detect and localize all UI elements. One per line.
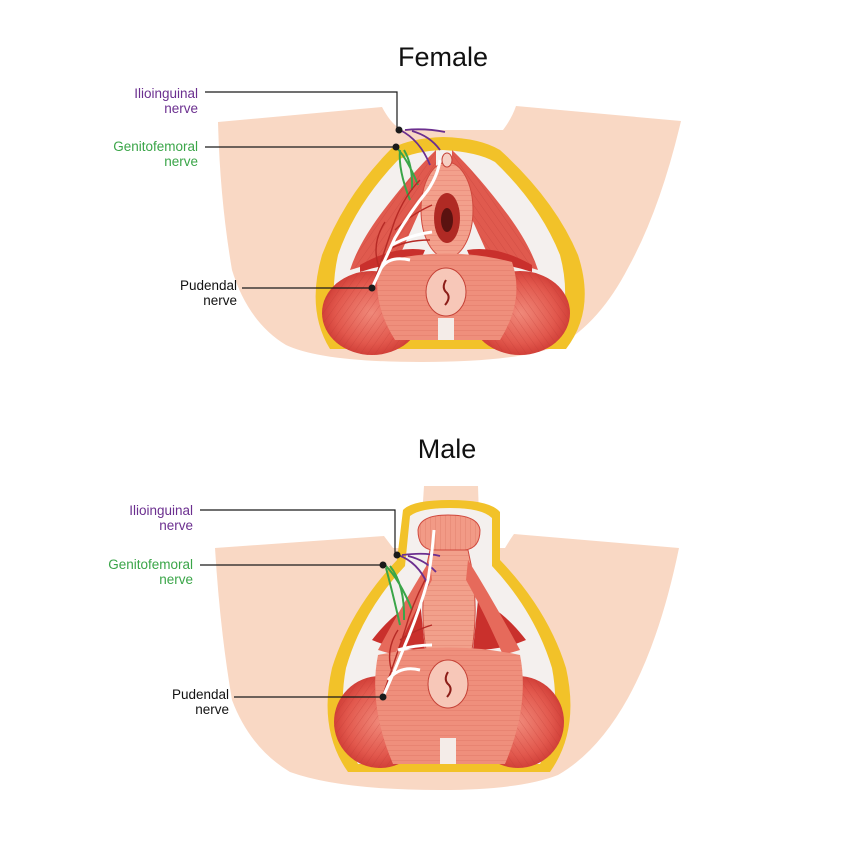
urogenital-muscle-left-fibers [350, 150, 436, 270]
label-genitofemoral: Genitofemoral nerve [113, 139, 400, 169]
female-panel: Female [113, 42, 681, 362]
label-line-1: Ilioinguinal [134, 86, 198, 101]
leader-dot [395, 126, 403, 134]
leader-dot [393, 551, 401, 559]
ischiocavernosus-left [378, 560, 432, 655]
leader-line [200, 509, 396, 553]
leader-dot [379, 693, 387, 701]
label-line-2: nerve [164, 101, 198, 116]
pudendal-vessels [382, 579, 433, 696]
label-line-1: Ilioinguinal [129, 503, 193, 518]
label-ilioinguinal: Ilioinguinal nerve [134, 86, 403, 134]
male-panel: Male [108, 434, 679, 790]
urethral-opening [441, 152, 453, 168]
pudendal-nerve [370, 159, 442, 289]
label-pudendal: Pudendal nerve [180, 278, 376, 308]
panel-title: Female [398, 42, 488, 72]
bulbospongiosus-fibers [422, 550, 476, 650]
label-line-1: Pudendal [180, 278, 237, 293]
ischiocavernosus-right [466, 560, 520, 655]
panel-title: Male [418, 434, 477, 464]
label-genitofemoral: Genitofemoral nerve [108, 557, 387, 587]
pudendal-vessels [371, 179, 433, 289]
label-pudendal: Pudendal nerve [172, 687, 387, 717]
vaginal-opening-inner [441, 208, 453, 232]
anococcygeal [440, 738, 456, 764]
pudendal-nerve [381, 529, 436, 698]
ilioinguinal-nerve [399, 128, 446, 166]
label-line-2: nerve [159, 572, 193, 587]
anus [444, 671, 452, 698]
leader-dot [379, 561, 387, 569]
anus [442, 279, 450, 306]
penile-glans-fibers [418, 515, 480, 550]
leader-dot [392, 143, 400, 151]
label-ilioinguinal: Ilioinguinal nerve [129, 503, 401, 559]
label-line-2: nerve [195, 702, 229, 717]
label-line-1: Genitofemoral [108, 557, 193, 572]
leader-dot [368, 284, 376, 292]
label-line-2: nerve [164, 154, 198, 169]
label-line-2: nerve [203, 293, 237, 308]
label-line-1: Pudendal [172, 687, 229, 702]
leader-line [205, 91, 398, 130]
anococcygeal [438, 318, 454, 340]
genitofemoral-nerve [384, 564, 413, 626]
label-line-1: Genitofemoral [113, 139, 198, 154]
urogenital-muscle-right-fibers [452, 150, 538, 270]
label-line-2: nerve [159, 518, 193, 533]
